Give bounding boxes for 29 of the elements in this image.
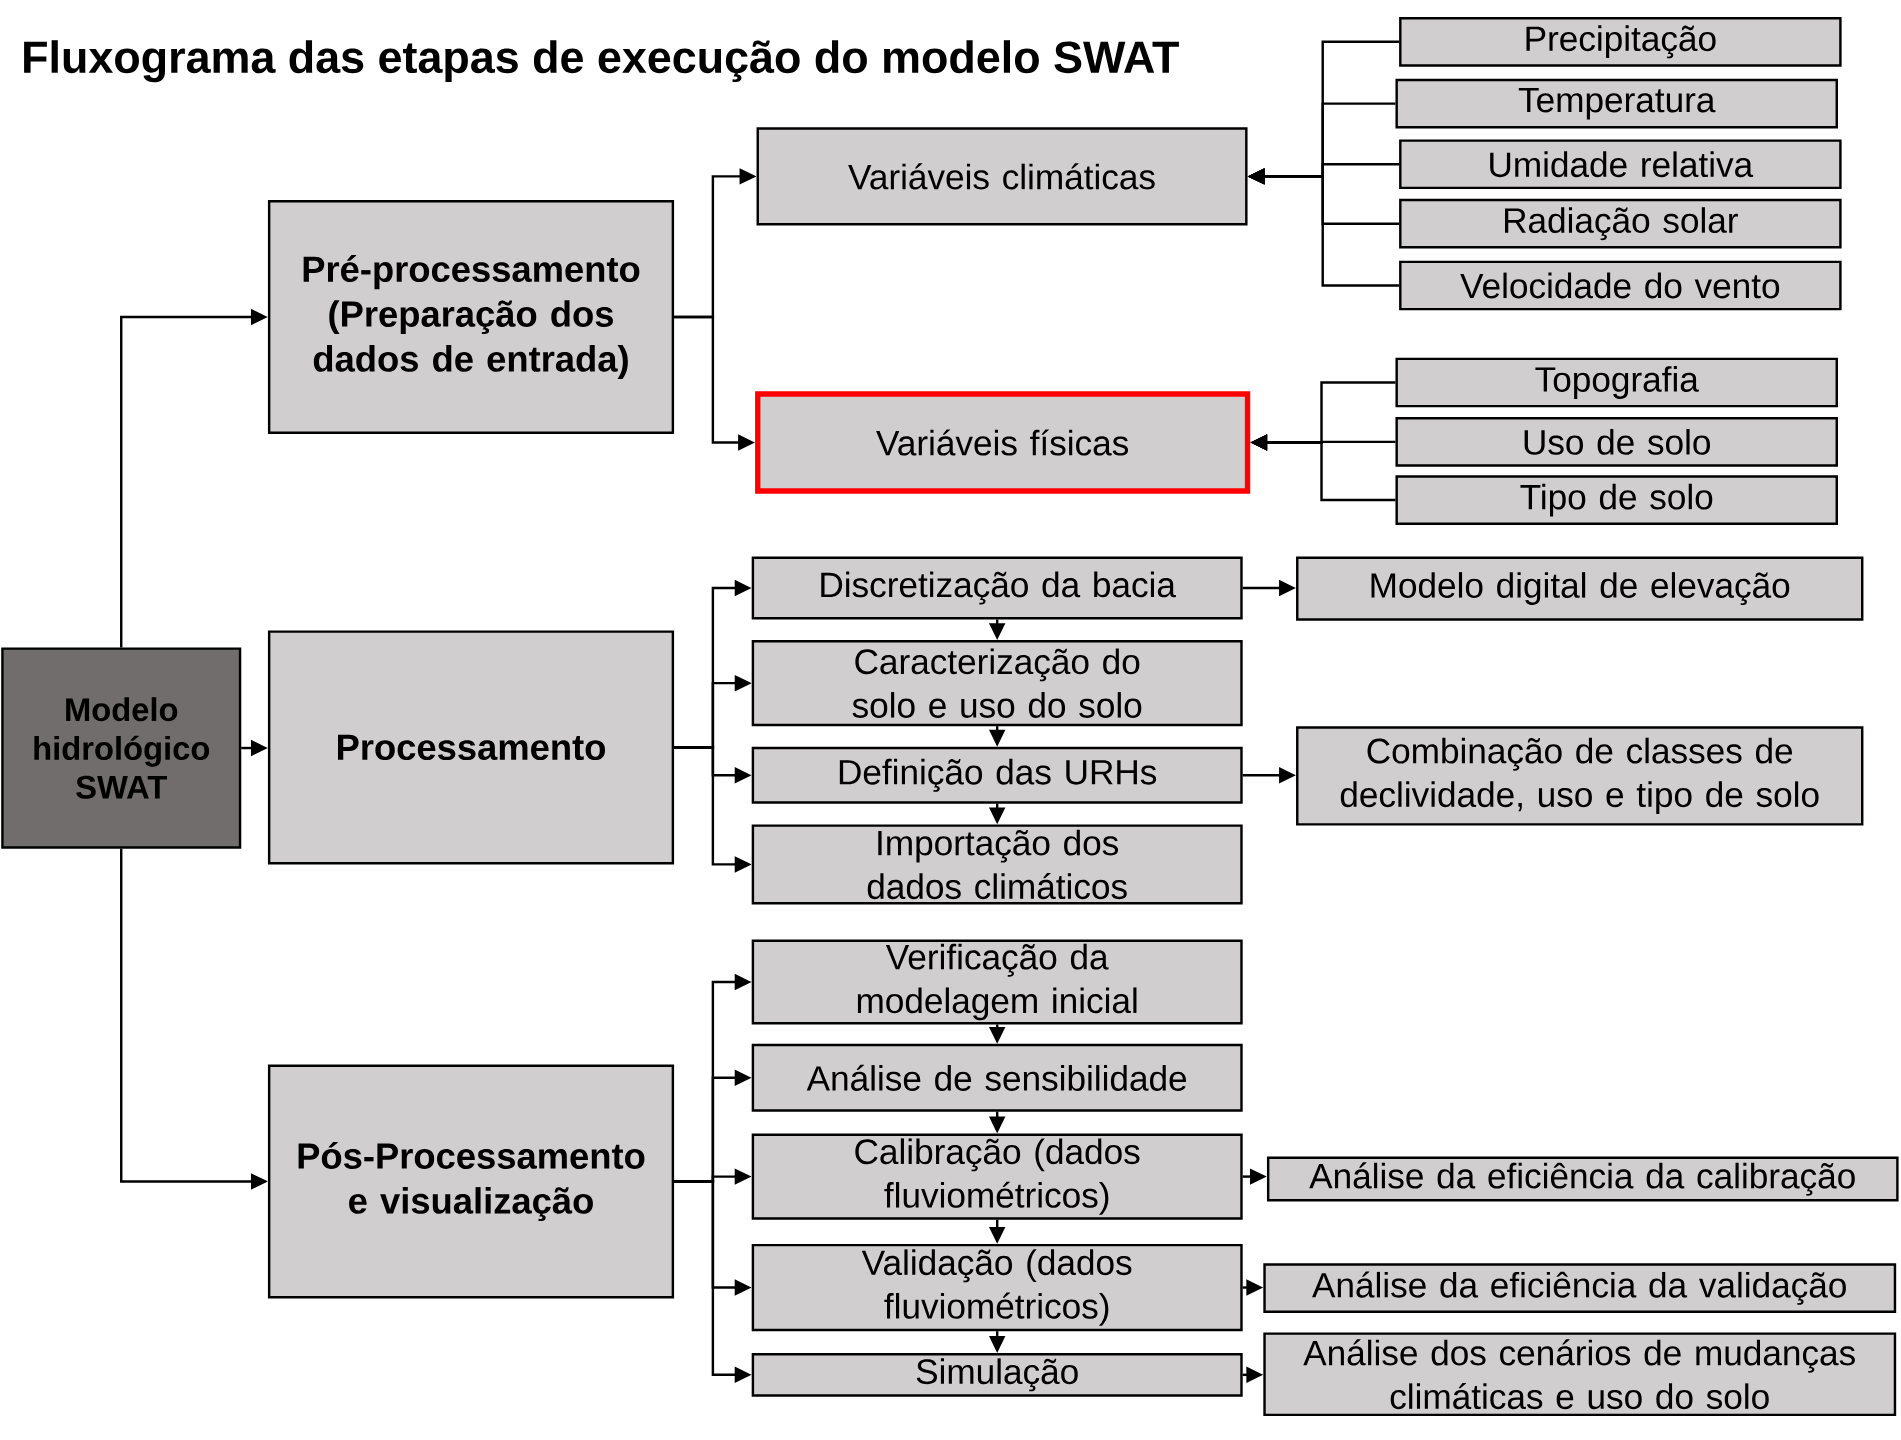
- step-box: Análise da eficiência da calibração: [1266, 1156, 1899, 1202]
- step-box: Combinação de classes de declividade, uso e tipo de solo: [1296, 726, 1864, 826]
- step-box: Definição das URHs: [751, 746, 1243, 804]
- step-box: Análise da eficiência da validação: [1263, 1263, 1897, 1313]
- step-box: Calibração (dados fluviométricos): [751, 1133, 1243, 1220]
- step-box: Simulação: [751, 1352, 1243, 1397]
- step-box: Umidade relativa: [1399, 139, 1842, 189]
- step-box: Radiação solar: [1399, 198, 1842, 249]
- step-box: Caracterização do solo e uso do solo: [751, 640, 1243, 727]
- stage-box: Pós-Processamento e visualização: [267, 1064, 675, 1299]
- step-box: Análise de sensibilidade: [751, 1043, 1243, 1112]
- step-box: Importação dos dados climáticos: [751, 824, 1243, 905]
- root-box: Modelo hidrológico SWAT: [1, 647, 242, 849]
- stage-box: Pré-processamento (Preparação dos dados de entrada): [267, 199, 675, 434]
- step-box: Tipo de solo: [1395, 475, 1838, 525]
- title: Fluxograma das etapas de execução do modelo SWAT: [24, 40, 1179, 83]
- step-box: Modelo digital de elevação: [1296, 556, 1864, 621]
- step-box: Temperatura: [1395, 78, 1838, 129]
- highlighted-box: Variáveis físicas: [755, 391, 1251, 494]
- step-box: Velocidade do vento: [1399, 260, 1842, 311]
- step-box: Validação (dados fluviométricos): [751, 1243, 1243, 1332]
- step-box: Verificação da modelagem inicial: [751, 939, 1243, 1025]
- stage-box: Processamento: [267, 630, 675, 865]
- step-box: Análise dos cenários de mudanças climáticas e uso do solo: [1263, 1332, 1897, 1416]
- step-box: Topografia: [1395, 357, 1838, 408]
- step-box: Precipitação: [1399, 16, 1842, 67]
- step-box: Uso de solo: [1395, 416, 1838, 467]
- step-box: Discretização da bacia: [751, 556, 1243, 620]
- step-box: Variáveis climáticas: [756, 127, 1248, 226]
